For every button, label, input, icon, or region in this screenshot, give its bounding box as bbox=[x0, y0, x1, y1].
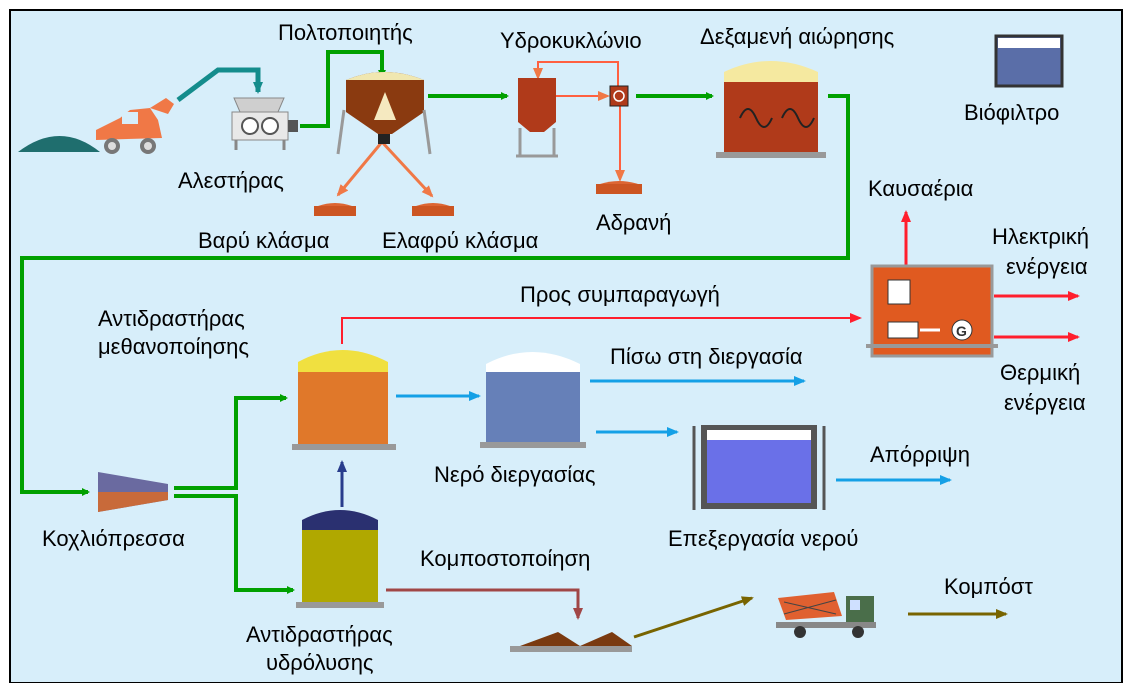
label-flue-gas: Καυσαέρια bbox=[868, 176, 974, 201]
methanation-reactor-icon bbox=[292, 350, 396, 450]
flow-tank-to-screwpress bbox=[20, 94, 850, 496]
label-methanation-reactor-2: μεθανοποίησης bbox=[98, 334, 249, 359]
pulper-icon bbox=[336, 72, 432, 155]
label-hydrolysis-reactor-2: υδρόλυσης bbox=[266, 650, 374, 675]
hydrocyclone-icon bbox=[516, 78, 558, 158]
shredder-icon bbox=[231, 97, 298, 150]
flow-screwpress-to-hydrolysis bbox=[174, 494, 295, 594]
label-suspension-tank: Δεξαμενή αιώρησης bbox=[700, 24, 894, 49]
flow-loader-to-shredder bbox=[176, 67, 263, 102]
label-screw-press: Κοχλιόπρεσσα bbox=[42, 526, 185, 551]
inerts-icon bbox=[596, 181, 642, 194]
flow-compost-to-truck bbox=[633, 596, 754, 639]
label-pulper: Πολτοποιητής bbox=[278, 20, 413, 45]
label-heavy-fraction: Βαρύ κλάσμα bbox=[198, 228, 330, 253]
process-water-tank-icon bbox=[480, 352, 586, 448]
hydrocyclone-g-icon bbox=[609, 85, 629, 107]
cogeneration-unit-icon: G bbox=[866, 264, 998, 358]
label-back-to-process: Πίσω στη διεργασία bbox=[610, 344, 803, 369]
label-to-cogeneration: Προς συμπαραγωγή bbox=[520, 282, 720, 307]
label-methanation-reactor-1: Αντιδραστήρας bbox=[98, 306, 245, 331]
water-treatment-icon bbox=[692, 425, 826, 510]
label-compost: Κομπόστ bbox=[944, 574, 1033, 599]
screw-press-icon bbox=[98, 472, 168, 512]
label-electrical-energy-2: ενέργεια bbox=[1006, 254, 1088, 279]
truck-icon bbox=[776, 592, 876, 638]
flow-to-heavy-fraction bbox=[336, 141, 384, 197]
flow-screwpress-to-methanation bbox=[174, 394, 288, 490]
label-biofilter: Βιόφιλτρο bbox=[964, 100, 1059, 125]
heavy-fraction-icon bbox=[314, 203, 356, 216]
label-hydrolysis-reactor-1: Αντιδραστήρας bbox=[246, 622, 393, 647]
loader-icon bbox=[96, 98, 174, 154]
compost-heaps-icon bbox=[510, 632, 632, 652]
label-electrical-energy-1: Ηλεκτρική bbox=[992, 224, 1089, 249]
label-process-water: Νερό διεργασίας bbox=[434, 462, 596, 487]
generator-g-label: G bbox=[956, 323, 967, 339]
flow-shredder-to-pulper bbox=[300, 50, 386, 128]
label-hydrocyclone: Υδροκυκλώνιο bbox=[500, 28, 642, 53]
label-thermal-energy-2: ενέργεια bbox=[1004, 390, 1086, 415]
light-fraction-icon bbox=[412, 203, 454, 216]
suspension-tank-icon bbox=[716, 61, 826, 158]
biofilter-icon bbox=[994, 34, 1064, 88]
hydrolysis-reactor-icon bbox=[296, 510, 384, 608]
label-composting: Κομποστοποίηση bbox=[420, 546, 590, 571]
flow-to-light-fraction bbox=[380, 140, 434, 198]
label-disposal: Απόρριψη bbox=[870, 442, 970, 467]
label-light-fraction: Ελαφρύ κλάσμα bbox=[382, 228, 539, 253]
label-inerts: Αδρανή bbox=[596, 210, 671, 235]
label-thermal-energy-1: Θερμική bbox=[1000, 360, 1080, 385]
label-water-treatment: Επεξεργασία νερού bbox=[668, 526, 858, 551]
label-shredder: Αλεστήρας bbox=[178, 168, 284, 193]
flow-to-cogeneration bbox=[341, 313, 862, 344]
flow-to-composting bbox=[386, 588, 583, 620]
flow-hydrocyclone-recycle bbox=[533, 61, 619, 88]
waste-heap bbox=[18, 136, 100, 152]
